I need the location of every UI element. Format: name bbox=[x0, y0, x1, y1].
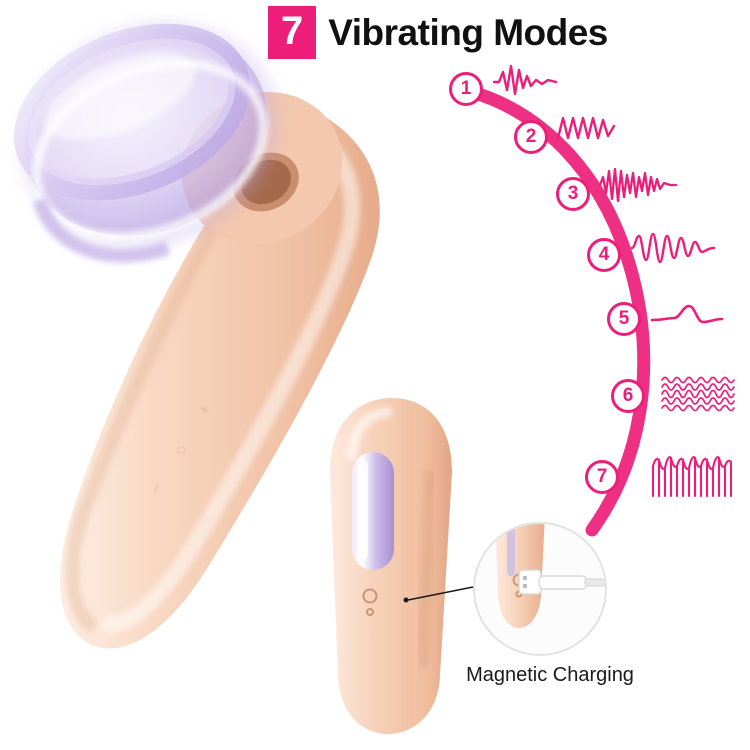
main-device-body bbox=[60, 114, 380, 649]
magnetic-charging-label: Magnetic Charging bbox=[466, 664, 634, 686]
magnetic-charger-head bbox=[518, 569, 605, 595]
bullet-vibrator bbox=[330, 398, 452, 734]
wave-dense-spikes bbox=[598, 167, 678, 203]
mode-count-badge: 7 bbox=[268, 6, 317, 59]
mode-number-3: 3 bbox=[556, 177, 590, 211]
mode-number-4: 4 bbox=[587, 238, 621, 272]
magnetic-charging-callout bbox=[473, 522, 607, 656]
callout-leader-line bbox=[407, 585, 479, 601]
mode-number-5: 5 bbox=[607, 302, 641, 336]
wave-single-low-bump bbox=[650, 304, 724, 324]
mode-number-6: 6 bbox=[611, 379, 645, 413]
header: 7 Vibrating Modes bbox=[268, 6, 608, 59]
charger-detail bbox=[475, 524, 605, 654]
mode-number-7: 7 bbox=[585, 460, 619, 494]
mode-number-2: 2 bbox=[514, 120, 548, 154]
page-title: Vibrating Modes bbox=[328, 11, 608, 53]
suction-cup bbox=[13, 21, 280, 263]
wave-burst-spike bbox=[492, 64, 558, 96]
callout-leader-dot bbox=[403, 597, 409, 603]
wave-zigzag-short bbox=[556, 116, 616, 140]
mode-number-1: 1 bbox=[449, 72, 483, 106]
wave-tall-wide-peaks bbox=[651, 456, 733, 498]
wave-fine-ripple bbox=[661, 376, 735, 412]
wave-rounded-pulse bbox=[630, 232, 716, 264]
